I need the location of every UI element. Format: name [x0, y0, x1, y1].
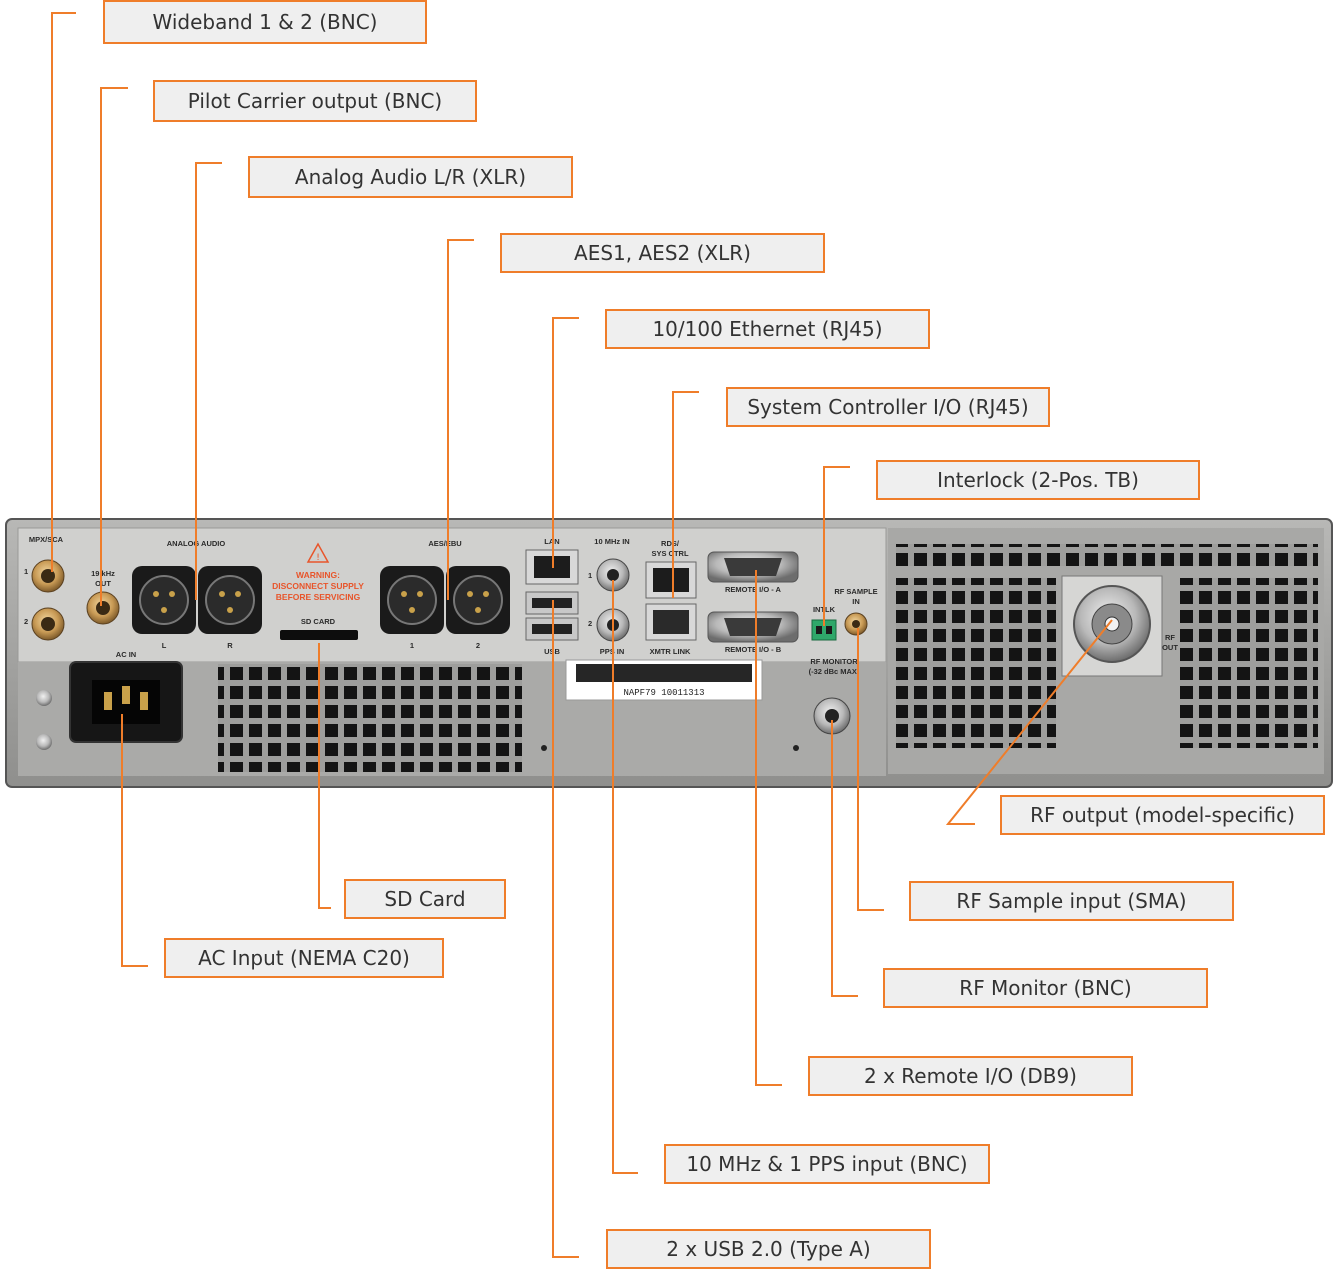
sma-rf-sample — [844, 612, 868, 636]
leader-interlock — [823, 466, 850, 626]
callout-ac-input: AC Input (NEMA C20) — [164, 938, 444, 978]
callout-usb: 2 x USB 2.0 (Type A) — [606, 1229, 931, 1269]
leader-ten-mhz — [612, 580, 638, 1174]
callout-aes: AES1, AES2 (XLR) — [500, 233, 825, 273]
remote-a-label: REMOTE I/O - A — [725, 585, 782, 594]
aes-2-label: 2 — [476, 641, 480, 650]
rj45-sys-ctrl — [645, 561, 697, 599]
bnc-pilot-out — [86, 591, 120, 625]
ten-mhz-in-label: 10 MHz IN — [594, 537, 629, 546]
rf-out-label-1: RF — [1165, 633, 1175, 642]
leader-ac-input — [121, 714, 148, 967]
ten-mhz-port-2-label: 2 — [588, 619, 592, 628]
barcode-sticker — [565, 659, 763, 701]
leader-sd-card — [318, 643, 331, 909]
callout-system-controller: System Controller I/O (RJ45) — [726, 387, 1050, 427]
leader-lines — [51, 12, 1113, 1258]
svg-text:!: ! — [316, 553, 320, 563]
sd-card-slot — [280, 630, 358, 640]
xlr-analog-left — [132, 566, 196, 634]
xlr-aes-2 — [446, 566, 510, 634]
bnc-wideband-2 — [31, 607, 65, 641]
leader-aes — [447, 239, 474, 600]
callout-interlock: Interlock (2-Pos. TB) — [876, 460, 1200, 500]
aes-ebu-label: AES/EBU — [428, 539, 461, 548]
rj45-xmtr-link — [645, 603, 697, 641]
callout-rf-monitor: RF Monitor (BNC) — [883, 968, 1208, 1008]
leader-ethernet — [552, 317, 579, 568]
khz-out-label-2: OUT — [95, 579, 111, 588]
leader-usb — [552, 600, 579, 1258]
leader-wideband — [51, 12, 76, 572]
ac-in-label: AC IN — [116, 650, 136, 659]
xlr-aes-1 — [380, 566, 444, 634]
bnc-wideband-1 — [31, 559, 65, 593]
mpx-port-2-label: 2 — [24, 617, 28, 626]
mpx-sca-label: MPX/SCA — [29, 535, 64, 544]
callout-ethernet: 10/100 Ethernet (RJ45) — [605, 309, 930, 349]
analog-r-label: R — [227, 641, 233, 650]
rf-monitor-label-1: RF MONITOR — [810, 657, 858, 666]
callout-remote-io: 2 x Remote I/O (DB9) — [808, 1056, 1133, 1096]
sd-card-label: SD CARD — [301, 617, 336, 626]
ac-inlet — [69, 661, 183, 743]
xlr-analog-right — [198, 566, 262, 634]
db9-remote-b — [707, 611, 799, 643]
leader-system-controller — [672, 391, 699, 598]
leader-rf-monitor — [831, 720, 858, 997]
callout-pilot-carrier: Pilot Carrier output (BNC) — [153, 80, 477, 122]
analog-l-label: L — [162, 641, 167, 650]
leader-analog-audio — [195, 162, 222, 600]
callout-analog-audio: Analog Audio L/R (XLR) — [248, 156, 573, 198]
rf-out-label-2: OUT — [1162, 643, 1178, 652]
leader-rf-sample — [857, 628, 884, 911]
callout-sd-card: SD Card — [344, 879, 506, 919]
vent-grille-right — [896, 544, 1318, 748]
warning-text-3: BEFORE SERVICING — [276, 592, 361, 602]
warning-text-2: DISCONNECT SUPPLY — [272, 581, 364, 591]
rds-label-1: RDS/ — [661, 539, 680, 548]
xmtr-link-label: XMTR LINK — [650, 647, 691, 656]
rf-sample-label-2: IN — [852, 597, 860, 606]
remote-b-label: REMOTE I/O - B — [725, 645, 782, 654]
callout-rf-output: RF output (model-specific) — [1000, 795, 1325, 835]
rds-label-2: SYS CTRL — [651, 549, 689, 558]
aes-1-label: 1 — [410, 641, 414, 650]
interlock-terminal-block — [811, 619, 837, 641]
khz-out-label-1: 19 kHz — [91, 569, 115, 578]
leader-pilot — [100, 87, 128, 606]
callout-wideband: Wideband 1 & 2 (BNC) — [103, 0, 427, 44]
panel-screws — [36, 690, 799, 751]
rf-sample-label-1: RF SAMPLE — [834, 587, 877, 596]
callout-rf-sample: RF Sample input (SMA) — [909, 881, 1234, 921]
leader-rf-output — [945, 619, 1113, 825]
warning-text-1: WARNING: — [296, 570, 340, 580]
warning-icon: ! — [306, 542, 330, 563]
db9-remote-a — [707, 551, 799, 583]
ten-mhz-port-1-label: 1 — [588, 571, 592, 580]
vent-grille-left — [218, 664, 522, 772]
mpx-port-1-label: 1 — [24, 567, 28, 576]
rf-monitor-label-2: (-32 dBc MAX) — [809, 667, 860, 676]
barcode-serial: NAPF79 10011313 — [623, 688, 704, 698]
callout-ten-mhz-pps: 10 MHz & 1 PPS input (BNC) — [664, 1144, 990, 1184]
rf-output-connector — [1061, 575, 1163, 677]
leader-remote-io — [755, 570, 782, 1086]
